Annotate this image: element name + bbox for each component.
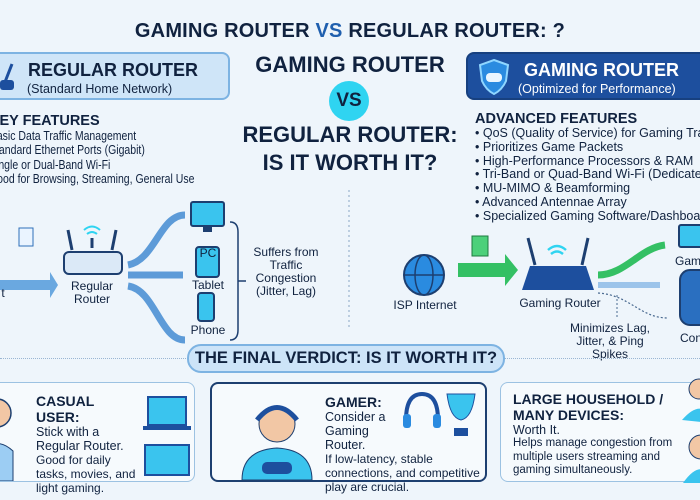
controller-icon	[679, 269, 700, 326]
center-title-1: GAMING ROUTER	[255, 52, 445, 77]
center-title-3: IS IT WORTH IT?	[262, 150, 438, 175]
document-icon	[471, 235, 489, 257]
family-avatars	[682, 378, 700, 483]
card-casual-user: CASUAL USER: Stick with a Regular Router…	[0, 382, 195, 495]
regular-router-label: Regular Router	[70, 279, 114, 306]
phone-icon	[197, 292, 215, 322]
gaming-pc-icon	[678, 224, 700, 248]
feature-item: • MU-MIMO & Beamforming	[475, 181, 631, 196]
card-large-household: LARGE HOUSEHOLD / MANY DEVICES: Worth It…	[500, 378, 700, 483]
router-icon	[0, 63, 14, 90]
tablet-icon	[195, 246, 220, 278]
feature-item: Standard Ethernet Ports (Gigabit)	[0, 143, 145, 158]
bracket	[229, 221, 246, 341]
headset-trophy-icon	[403, 391, 476, 436]
vs-badge: VS	[329, 81, 369, 121]
user-avatar	[0, 398, 14, 481]
network-diagrams	[0, 190, 700, 344]
arrow-icon	[126, 211, 186, 269]
gaming-router-icon	[522, 237, 594, 290]
feature-item: • Specialized Gaming Software/Dashboard	[475, 208, 700, 223]
feature-item: • Advanced Antennae Array	[475, 194, 627, 209]
globe-icon	[403, 254, 445, 296]
verdict-banner: THE FINAL VERDICT: IS IT WORTH IT?	[187, 344, 505, 373]
advanced-features: ADVANCED FEATURES • QoS (Quality of Serv…	[475, 111, 700, 224]
arrow-icon	[0, 272, 58, 298]
feature-item: Single or Dual-Band Wi-Fi	[0, 157, 111, 172]
arrow-icon	[127, 282, 186, 344]
pc-icon	[190, 201, 225, 232]
feature-item: • Prioritizes Game Packets	[475, 139, 624, 154]
page-title: GAMING ROUTER VS REGULAR ROUTER: ?	[134, 20, 566, 42]
regular-router-icon	[63, 225, 123, 275]
lag-note: Minimizes Lag, Jitter, & Ping Spikes	[569, 321, 651, 361]
gamer-avatar	[241, 405, 313, 480]
green-arrow-icon	[458, 254, 518, 286]
center-title-2: REGULAR ROUTER:	[242, 122, 458, 147]
regular-router-header: REGULAR ROUTER (Standard Home Network)	[0, 52, 230, 100]
key-features: KEY FEATURES Basic Data Traffic Manageme…	[0, 113, 234, 186]
document-icon	[18, 227, 34, 247]
feature-item: • Tri-Band or Quad-Band Wi-Fi (Dedicated…	[475, 167, 700, 182]
feature-item: Basic Data Traffic Management	[0, 129, 137, 143]
gaming-router-header: GAMING ROUTER (Optimized for Performance…	[466, 52, 700, 100]
green-arrow-icon	[597, 241, 666, 279]
feature-item: • High-Performance Processors & RAM	[475, 153, 694, 168]
dashed-arrow	[597, 292, 669, 319]
feature-item: Good for Browsing, Streaming, General Us…	[0, 171, 195, 186]
card-gamer: GAMER: Consider a Gaming Router. If low-…	[210, 382, 487, 494]
gaming-router-label: Gaming Router	[519, 296, 601, 310]
feature-item: • QoS (Quality of Service) for Gaming Tr…	[475, 126, 700, 140]
shield-gamepad-icon	[478, 59, 510, 95]
laptop-monitor-icon	[143, 396, 191, 476]
congestion-note: Suffers from Traffic Congestion (Jitter,…	[253, 245, 319, 298]
